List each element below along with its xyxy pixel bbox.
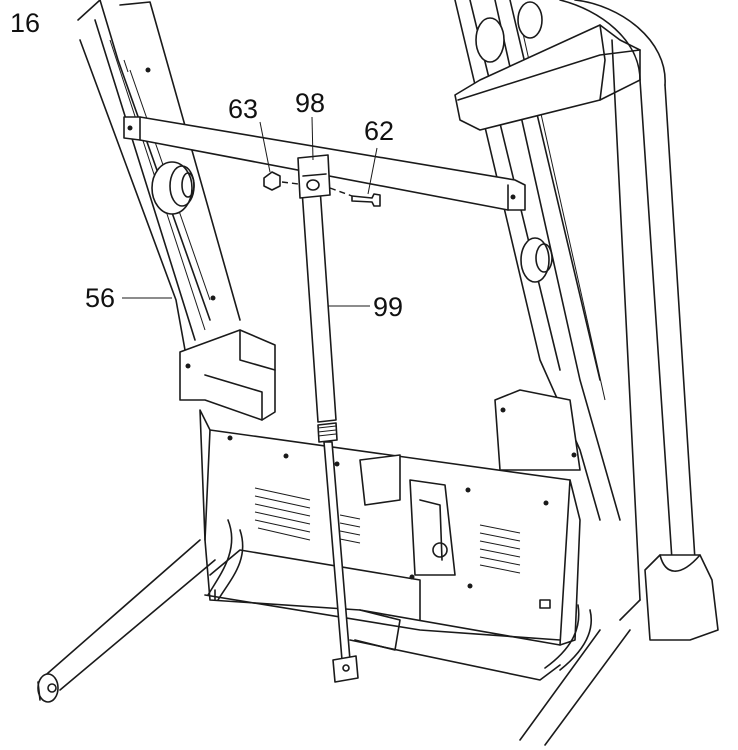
gas-shock-99 — [301, 187, 359, 683]
bolt-62 — [351, 193, 381, 207]
callout-62: 62 — [364, 116, 394, 146]
leader-lines — [122, 116, 378, 307]
left-roller — [151, 161, 193, 215]
step-number: 16 — [10, 8, 40, 38]
callout-98: 98 — [295, 88, 325, 118]
base-frame — [37, 519, 641, 746]
callout-99: 99 — [373, 292, 403, 322]
right-vents — [479, 524, 521, 574]
shock-bottom-bracket — [332, 655, 359, 683]
callout-63: 63 — [228, 94, 258, 124]
shock-bracket-98 — [297, 154, 331, 199]
motor-hood — [179, 329, 581, 646]
callout-56: 56 — [85, 283, 115, 313]
left-vents — [254, 487, 361, 544]
assembly-axis-line — [281, 181, 353, 197]
nut-63 — [263, 171, 281, 191]
upright-foot — [644, 554, 719, 641]
handle-grip — [454, 24, 641, 131]
left-upright-rail — [77, 0, 241, 351]
